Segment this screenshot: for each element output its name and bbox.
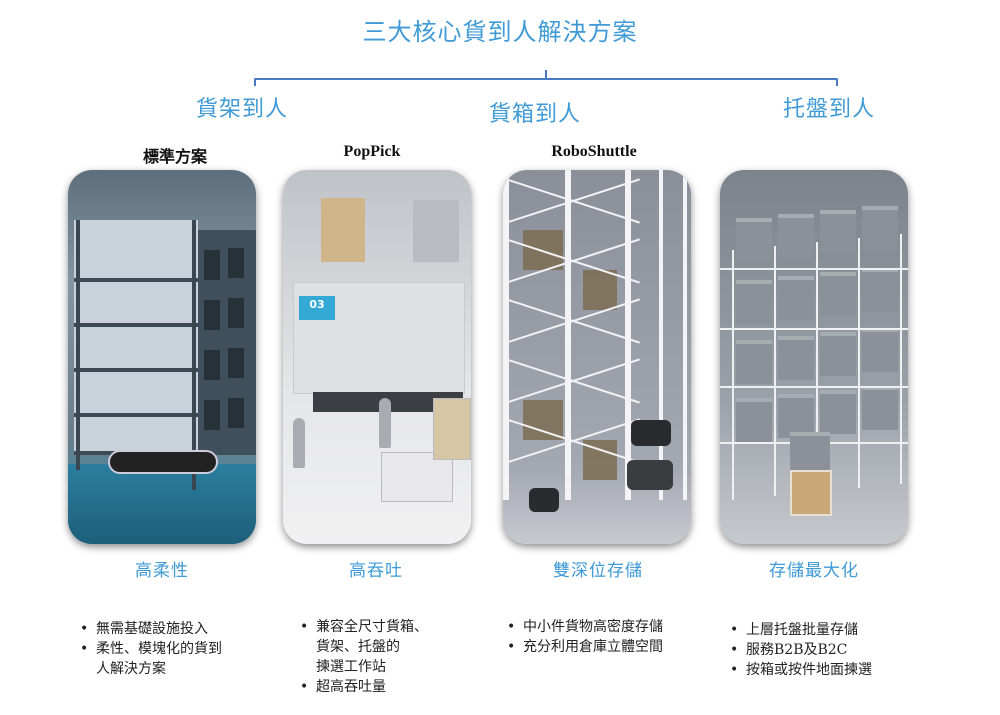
shuttle-robot bbox=[627, 460, 673, 490]
solution-name-standard: 標準方案 bbox=[142, 149, 207, 166]
bullet-item: 無需基礎設施投入 bbox=[80, 619, 260, 639]
picking-cart bbox=[790, 470, 832, 516]
feature-high-flexibility: 高柔性 bbox=[135, 561, 189, 581]
bullet-list-roboshuttle: 中小件貨物高密度存儲 充分利用倉庫立體空間 bbox=[507, 617, 707, 657]
category-bracket bbox=[254, 78, 838, 86]
page-title: 三大核心貨到人解決方案 bbox=[362, 18, 638, 46]
solution-name-poppick: PopPick bbox=[343, 143, 401, 160]
category-bracket-tick bbox=[545, 70, 547, 79]
tote-cart bbox=[381, 452, 453, 502]
floor bbox=[68, 464, 256, 544]
operator-figure bbox=[379, 398, 391, 448]
bullet-item: 兼容全尺寸貨箱、 貨架、托盤的 揀選工作站 bbox=[300, 617, 470, 677]
solution-name-roboshuttle: RoboShuttle bbox=[551, 143, 637, 160]
shuttle-robot-lifted bbox=[631, 420, 671, 446]
bullet-item: 按箱或按件地面揀選 bbox=[730, 660, 930, 680]
shelf-front bbox=[74, 220, 198, 455]
station-badge: 03 bbox=[299, 296, 335, 320]
feature-high-throughput: 高吞吐 bbox=[349, 561, 403, 581]
bullet-item: 中小件貨物高密度存儲 bbox=[507, 617, 707, 637]
feature-max-storage: 存儲最大化 bbox=[769, 561, 859, 581]
roboshuttle-racks-image bbox=[503, 170, 691, 544]
bullet-item: 充分利用倉庫立體空間 bbox=[507, 637, 707, 657]
category-tote-to-person: 貨箱到人 bbox=[489, 102, 582, 127]
shelf-side bbox=[198, 230, 256, 455]
category-pallet-to-person: 托盤到人 bbox=[783, 97, 876, 122]
bullet-list-poppick: 兼容全尺寸貨箱、 貨架、托盤的 揀選工作站 超高吞吐量 bbox=[300, 617, 470, 697]
shelf-to-person-robot-image bbox=[68, 170, 256, 544]
category-shelf-to-person: 貨架到人 bbox=[196, 97, 289, 122]
bullet-item: 柔性、模塊化的貨到 人解決方案 bbox=[80, 639, 260, 679]
shuttle-robot-small bbox=[529, 488, 559, 512]
agv-robot bbox=[108, 450, 218, 474]
poppick-workstation-image: 03 bbox=[283, 170, 471, 544]
bullet-item: 服務B2B及B2C bbox=[730, 640, 930, 660]
bullet-item: 超高吞吐量 bbox=[300, 677, 470, 697]
bullet-item: 上層托盤批量存儲 bbox=[730, 620, 930, 640]
bullet-list-standard: 無需基礎設施投入 柔性、模塊化的貨到 人解決方案 bbox=[80, 619, 260, 679]
feature-double-deep-storage: 雙深位存儲 bbox=[553, 561, 643, 581]
worker-figure bbox=[293, 418, 305, 468]
bullet-list-pallet: 上層托盤批量存儲 服務B2B及B2C 按箱或按件地面揀選 bbox=[730, 620, 930, 680]
pallet-to-person-image bbox=[720, 170, 908, 544]
